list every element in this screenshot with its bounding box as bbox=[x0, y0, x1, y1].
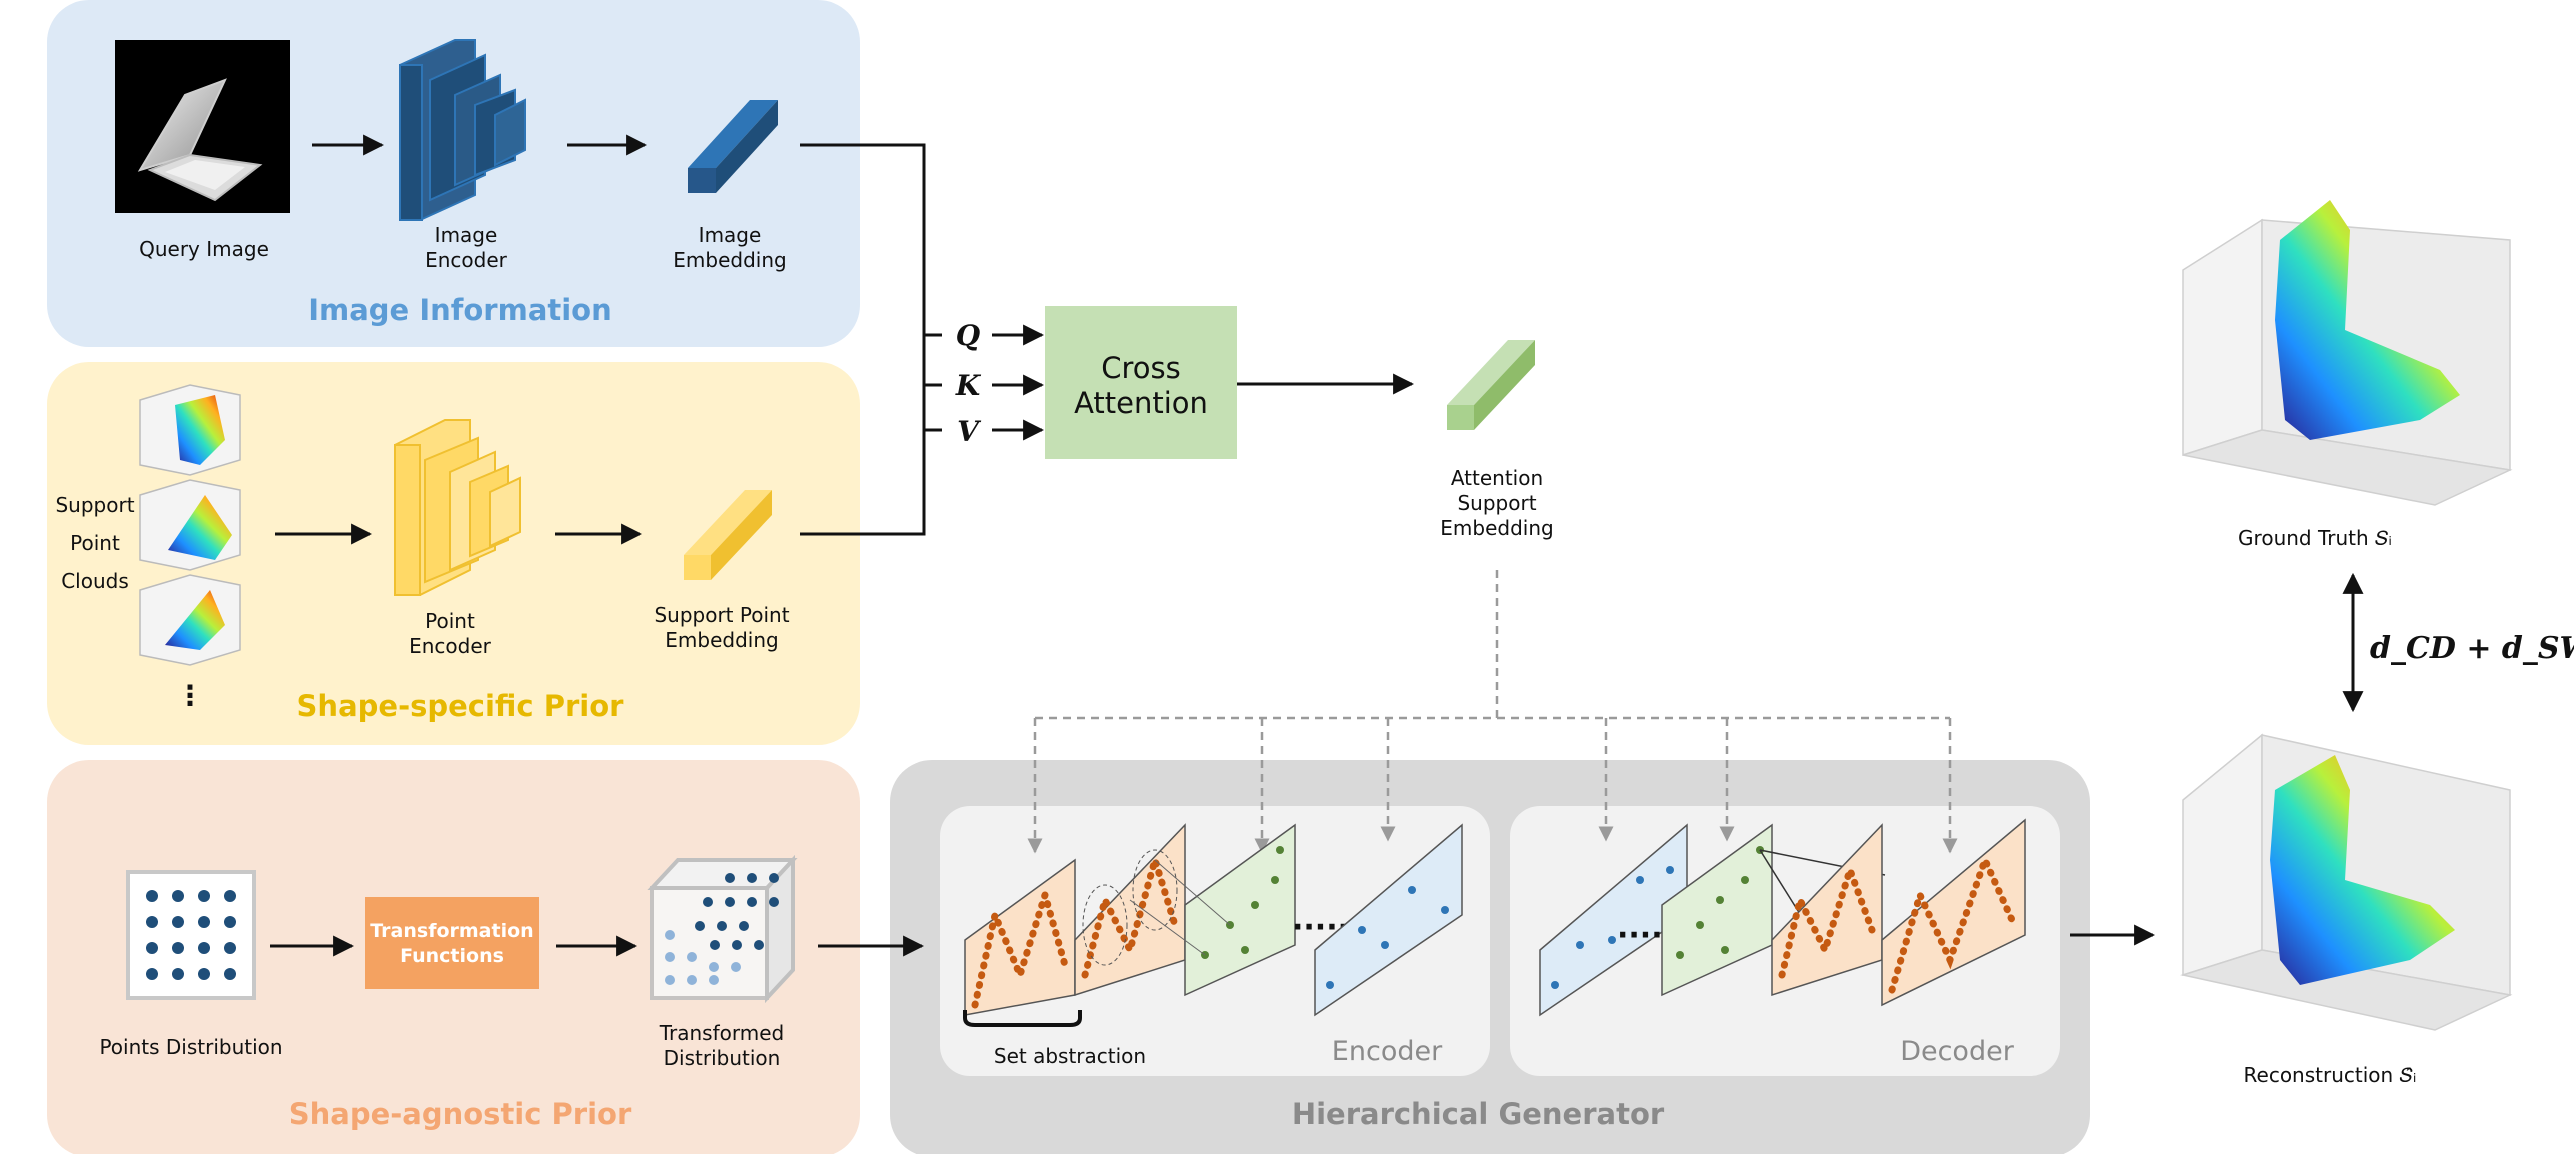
shape-agnostic-prior-title: Shape-agnostic Prior bbox=[289, 1097, 632, 1131]
image-encoder-blocks bbox=[399, 39, 526, 221]
support-ellipsis: ⋮ bbox=[176, 679, 204, 712]
cross-attention-label-1: Cross bbox=[1101, 351, 1181, 385]
query-image bbox=[115, 40, 290, 213]
image-encoder-label-1: Image bbox=[435, 223, 498, 247]
point-encoder-label-2: Encoder bbox=[409, 634, 492, 658]
connector-support-embedding bbox=[800, 385, 926, 536]
point-encoder-label-1: Point bbox=[425, 609, 475, 633]
decoder-layer-1 bbox=[1539, 823, 1688, 1017]
attention-support-embedding-label-3: Embedding bbox=[1440, 516, 1553, 540]
encoder-layer-4 bbox=[1314, 823, 1463, 1017]
decoder-layer-2 bbox=[1661, 823, 1886, 997]
attention-injection-lines bbox=[1027, 570, 1958, 854]
reconstruction-plot bbox=[2180, 733, 2513, 1031]
ground-truth-plot bbox=[2182, 200, 2513, 506]
image-embedding-label-2: Embedding bbox=[673, 248, 786, 272]
reconstruction-label: Reconstruction 𝑆̂ᵢ bbox=[2244, 1063, 2417, 1087]
transformation-functions-label-1: Transformation bbox=[370, 920, 533, 942]
support-point-embedding-label-1: Support Point bbox=[654, 603, 789, 627]
connector-image-embedding bbox=[800, 143, 926, 335]
set-abstraction-label: Set abstraction bbox=[994, 1044, 1146, 1068]
transformed-distribution-label-2: Distribution bbox=[664, 1046, 781, 1070]
transformed-distribution-cube bbox=[647, 854, 798, 1004]
encoder-layer-2 bbox=[1074, 823, 1186, 997]
support-point-clouds-label-3: Clouds bbox=[61, 569, 129, 593]
cross-attention-label-2: Attention bbox=[1074, 386, 1208, 420]
encoder-title: Encoder bbox=[1332, 1036, 1443, 1067]
attention-support-embedding-block bbox=[1447, 340, 1535, 430]
transformed-distribution-label-1: Transformed bbox=[659, 1021, 784, 1045]
k-label: K bbox=[955, 369, 982, 402]
attention-support-embedding-label-2: Support bbox=[1457, 491, 1536, 515]
v-label: V bbox=[957, 415, 982, 448]
decoder-title: Decoder bbox=[1900, 1036, 2015, 1067]
ground-truth-label: Ground Truth 𝑆ᵢ bbox=[2238, 526, 2392, 550]
support-point-clouds-label-1: Support bbox=[55, 493, 134, 517]
point-encoder-blocks bbox=[394, 419, 521, 596]
attention-support-embedding-label-1: Attention bbox=[1451, 466, 1543, 490]
image-information-title: Image Information bbox=[308, 293, 612, 327]
transformation-functions-label-2: Functions bbox=[400, 945, 504, 967]
support-point-clouds bbox=[139, 384, 241, 666]
encoder-layer-3 bbox=[1129, 823, 1296, 997]
transformation-functions-box bbox=[365, 897, 539, 989]
cross-attention-box bbox=[1045, 306, 1237, 459]
q-label: Q bbox=[956, 319, 980, 352]
image-embedding-block bbox=[688, 100, 778, 193]
support-point-clouds-label-2: Point bbox=[70, 531, 120, 555]
set-abstraction-bracket bbox=[963, 1010, 1082, 1027]
query-image-label: Query Image bbox=[139, 237, 269, 261]
decoder-layer-4 bbox=[1881, 818, 2026, 1007]
shape-specific-prior-title: Shape-specific Prior bbox=[297, 689, 625, 723]
points-distribution-label: Points Distribution bbox=[99, 1035, 282, 1059]
distance-label: d_CD + d_SWD bbox=[2370, 631, 2574, 666]
points-distribution-grid bbox=[126, 870, 256, 1000]
support-point-embedding-label-2: Embedding bbox=[665, 628, 778, 652]
support-point-embedding-block bbox=[684, 490, 772, 580]
image-encoder-label-2: Encoder bbox=[425, 248, 508, 272]
hierarchical-generator-title: Hierarchical Generator bbox=[1292, 1097, 1665, 1131]
image-embedding-label-1: Image bbox=[699, 223, 762, 247]
